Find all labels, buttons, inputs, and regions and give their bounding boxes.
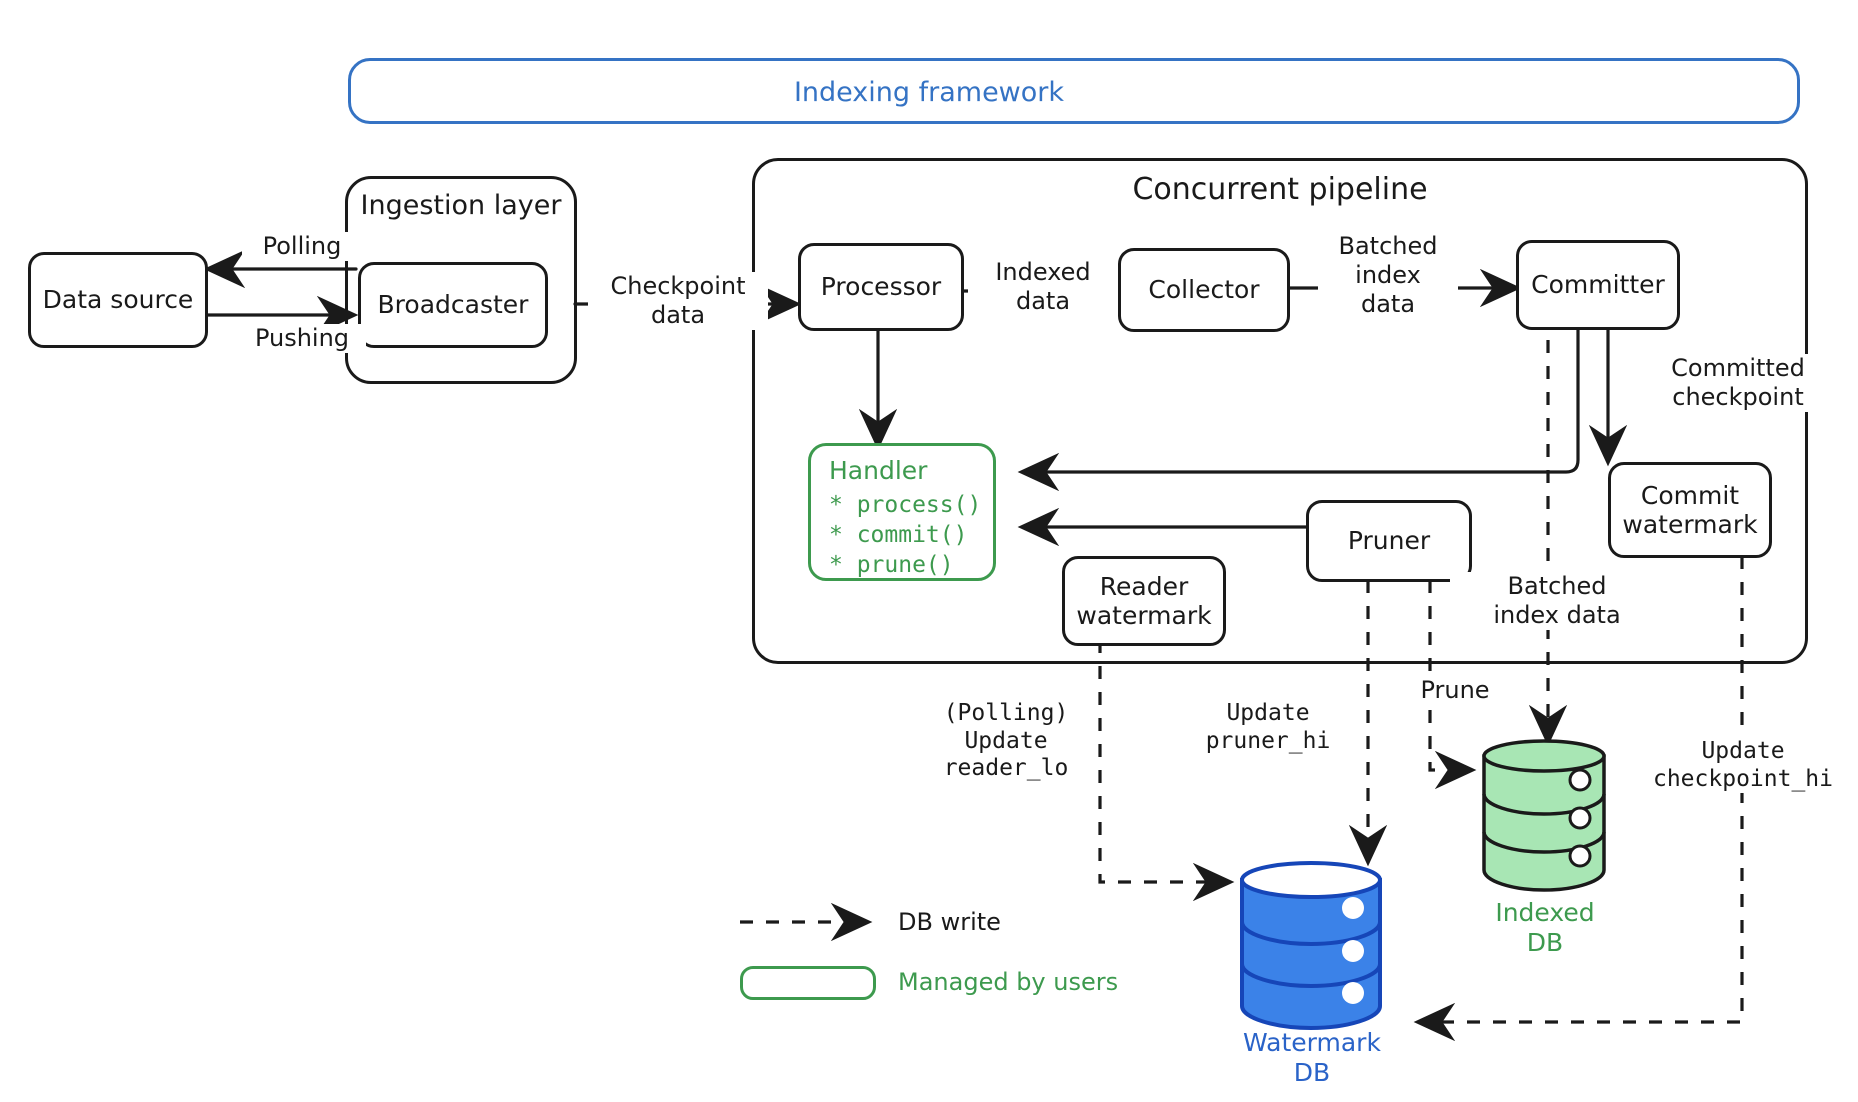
handler-method-prune: * prune() bbox=[829, 551, 954, 578]
ingestion-layer-title: Ingestion layer bbox=[360, 190, 562, 221]
db-watermark-caption: Watermark DB bbox=[1243, 1028, 1381, 1087]
label-checkpoint-data: Checkpoint data bbox=[588, 272, 768, 330]
db-indexed-caption: Indexed DB bbox=[1495, 898, 1595, 957]
label-batched-index-data-top: Batched index data bbox=[1318, 232, 1458, 319]
label-update-reader-lo: (Polling) Update reader_lo bbox=[918, 700, 1094, 783]
node-processor-label: Processor bbox=[820, 272, 942, 302]
concurrent-pipeline-title: Concurrent pipeline bbox=[1132, 172, 1428, 207]
node-data-source[interactable]: Data source bbox=[28, 252, 208, 348]
indexed-db-cylinder bbox=[1482, 739, 1606, 892]
label-prune: Prune bbox=[1400, 676, 1510, 705]
node-commit-watermark-label: Commit watermark bbox=[1622, 480, 1758, 540]
label-polling: Polling bbox=[242, 232, 362, 261]
handler-method-process: * process() bbox=[829, 492, 982, 518]
edge-update-reader-lo bbox=[1098, 640, 1235, 902]
label-committed-checkpoint: Committed checkpoint bbox=[1620, 354, 1856, 412]
label-indexed-data: Indexed data bbox=[968, 258, 1118, 316]
indexing-framework-title: Indexing framework bbox=[793, 77, 1065, 108]
node-collector-label: Collector bbox=[1148, 275, 1260, 305]
node-reader-watermark-label: Reader watermark bbox=[1076, 571, 1212, 631]
legend-managed-swatch bbox=[740, 966, 876, 1000]
node-committer[interactable]: Committer bbox=[1516, 240, 1680, 330]
node-pruner[interactable]: Pruner bbox=[1306, 500, 1472, 582]
label-pushing: Pushing bbox=[238, 324, 366, 353]
node-reader-watermark[interactable]: Reader watermark bbox=[1062, 556, 1226, 646]
group-ingestion-layer bbox=[345, 176, 577, 384]
node-pruner-label: Pruner bbox=[1347, 526, 1431, 556]
node-processor[interactable]: Processor bbox=[798, 243, 964, 331]
handler-title: Handler bbox=[829, 456, 928, 485]
watermark-db-cylinder bbox=[1240, 861, 1382, 1031]
label-update-pruner-hi: Update pruner_hi bbox=[1178, 700, 1358, 756]
node-collector[interactable]: Collector bbox=[1118, 248, 1290, 332]
label-update-checkpoint-hi: Update checkpoint_hi bbox=[1636, 738, 1850, 794]
label-batched-index-data-bottom: Batched index data bbox=[1450, 572, 1664, 630]
db-indexed[interactable] bbox=[1478, 736, 1610, 900]
db-watermark[interactable] bbox=[1236, 856, 1386, 1040]
node-broadcaster[interactable]: Broadcaster bbox=[358, 262, 548, 348]
node-commit-watermark[interactable]: Commit watermark bbox=[1608, 462, 1772, 558]
handler-method-commit: * commit() bbox=[829, 521, 968, 548]
group-indexing-framework bbox=[348, 58, 1800, 124]
node-committer-label: Committer bbox=[1531, 270, 1665, 300]
legend-db-write-label: DB write bbox=[898, 908, 1001, 936]
node-data-source-label: Data source bbox=[42, 285, 194, 315]
node-handler[interactable]: Handler * process() * commit() * prune() bbox=[808, 443, 996, 581]
legend-managed-label: Managed by users bbox=[898, 968, 1119, 996]
node-broadcaster-label: Broadcaster bbox=[377, 290, 529, 320]
